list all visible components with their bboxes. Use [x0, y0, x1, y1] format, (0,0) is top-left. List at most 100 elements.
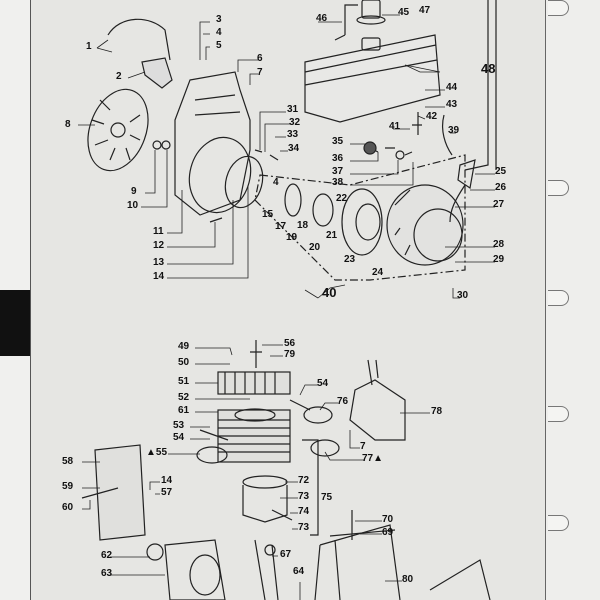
- part-label: 61: [178, 405, 190, 416]
- part-label: 74: [298, 506, 310, 517]
- part-label: 5: [216, 40, 222, 51]
- part-label: 60: [62, 502, 74, 513]
- part-label: 25: [495, 166, 507, 177]
- flywheel: [87, 88, 149, 172]
- part-label: 7: [257, 67, 263, 78]
- part-label: 35: [332, 136, 344, 147]
- starter-cover: [386, 184, 464, 266]
- binder-hole: [548, 515, 569, 531]
- part-label: 7: [360, 441, 366, 452]
- part-label: 79: [284, 349, 296, 360]
- part-label: 50: [178, 357, 190, 368]
- part-label: 48: [481, 61, 496, 76]
- fan-housing: [174, 71, 251, 216]
- carburettor: [349, 379, 406, 441]
- part-label: 46: [316, 13, 328, 24]
- starter-group-outline: [254, 154, 466, 281]
- part-label: 41: [389, 121, 401, 132]
- part-label: 24: [372, 267, 384, 278]
- tank-bracket: [464, 0, 497, 171]
- part-label: 57: [161, 487, 173, 498]
- part-label: 59: [62, 481, 74, 492]
- part-label: 77▲: [362, 453, 384, 464]
- part-label: 31: [287, 104, 299, 115]
- binder-line: [545, 0, 546, 600]
- part-label: 39: [448, 125, 460, 136]
- part-label: 67: [280, 549, 292, 560]
- part-label: 76: [337, 396, 349, 407]
- part-label: 18: [297, 220, 309, 231]
- part-label: 42: [426, 111, 438, 122]
- part-label: 37: [332, 166, 344, 177]
- part-label: 21: [326, 230, 338, 241]
- part-label: 51: [178, 376, 190, 387]
- piston: [242, 485, 288, 523]
- crankcase-frame: [314, 524, 401, 600]
- part-label: 72: [298, 475, 310, 486]
- part-label: 52: [178, 392, 190, 403]
- part-label: 14: [153, 271, 165, 282]
- part-label: 32: [289, 117, 301, 128]
- part-label: 64: [293, 566, 305, 577]
- part-label: 26: [495, 182, 507, 193]
- part-label: 11: [153, 226, 164, 237]
- part-label: 2: [116, 71, 122, 82]
- part-label: 22: [336, 193, 348, 204]
- binder-hole: [548, 180, 569, 196]
- part-label: 3: [216, 14, 222, 25]
- part-label: 23: [344, 254, 356, 265]
- part-label: 62: [101, 550, 113, 561]
- binder-hole: [548, 0, 569, 16]
- part-label: 9: [131, 186, 137, 197]
- part-label: 49: [178, 341, 190, 352]
- part-label: 19: [286, 232, 298, 243]
- part-label: 13: [153, 257, 165, 268]
- part-label: 47: [419, 5, 431, 16]
- section-tab-marker: [0, 290, 30, 356]
- part-label: 4: [273, 177, 279, 188]
- part-label: 54: [317, 378, 329, 389]
- part-label: 36: [332, 153, 344, 164]
- part-label: ▲55: [146, 447, 168, 458]
- part-label: 29: [493, 254, 505, 265]
- part-label: 53: [173, 420, 185, 431]
- cylinder-head: [217, 371, 291, 395]
- part-label: 10: [127, 200, 139, 211]
- part-label: 12: [153, 240, 165, 251]
- part-label: 8: [65, 119, 71, 130]
- binder-hole: [548, 290, 569, 306]
- part-label: 33: [287, 129, 299, 140]
- part-label: 56: [284, 338, 296, 349]
- part-label: 80: [402, 574, 414, 585]
- part-label: 70: [382, 514, 394, 525]
- part-label: 43: [446, 99, 458, 110]
- part-label: 69: [382, 527, 394, 538]
- part-label: 73: [298, 522, 310, 533]
- part-label: 54: [173, 432, 185, 443]
- part-label: 75: [321, 492, 333, 503]
- binder-hole: [548, 406, 569, 422]
- part-label: 45: [398, 7, 410, 18]
- muffler: [94, 444, 146, 541]
- ignition-coil: [141, 57, 173, 89]
- part-label: 63: [101, 568, 113, 579]
- part-label: 40: [322, 285, 337, 300]
- part-label: 14: [161, 475, 173, 486]
- part-label: 28: [493, 239, 505, 250]
- part-label: 30: [457, 290, 469, 301]
- part-label: 58: [62, 456, 74, 467]
- part-label: 15: [262, 209, 274, 220]
- fuel-tank: [304, 34, 441, 123]
- part-label: 34: [288, 143, 300, 154]
- part-label: 17: [275, 221, 287, 232]
- ignition-lead: [107, 18, 171, 61]
- part-label: 1: [86, 41, 92, 52]
- starter-handle: [457, 159, 476, 190]
- part-label: 4: [216, 27, 222, 38]
- part-label: 44: [446, 82, 458, 93]
- part-label: 78: [431, 406, 443, 417]
- part-label: 20: [309, 242, 321, 253]
- part-label: 73: [298, 491, 310, 502]
- part-label: 6: [257, 53, 263, 64]
